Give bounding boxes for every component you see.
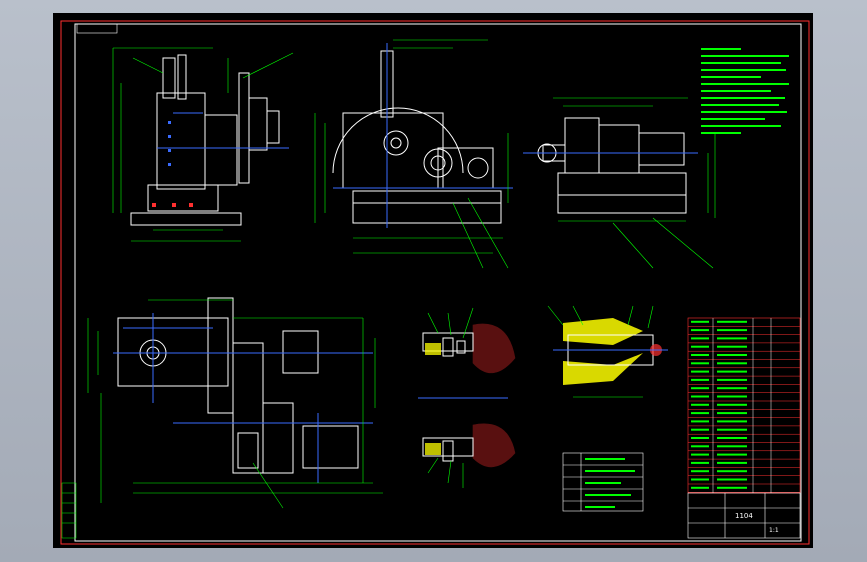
parameter-table xyxy=(562,452,644,512)
right-view-dims xyxy=(553,97,716,269)
right-view-motor xyxy=(523,117,698,214)
bom-cell-text xyxy=(691,362,709,365)
revision-stamp xyxy=(61,482,77,539)
detail-section-lower xyxy=(422,423,516,488)
bom-cell-text xyxy=(691,337,709,340)
bom-cell-text xyxy=(717,461,747,464)
bom-cell-text xyxy=(691,445,709,448)
plan-view xyxy=(113,297,373,483)
front-view-left-dims xyxy=(112,47,294,242)
bom-cell-text xyxy=(691,329,709,332)
bom-cell-text xyxy=(691,387,709,390)
bom-cell-text xyxy=(691,345,709,348)
bom-cell-text xyxy=(691,395,709,398)
bom-cell-text xyxy=(691,378,709,381)
detail-section-right xyxy=(547,305,668,398)
bom-cell-text xyxy=(691,461,709,464)
bom-cell-text xyxy=(717,428,747,431)
bom-cell-text xyxy=(717,403,747,406)
bom-cell-text xyxy=(717,378,747,381)
bom-cell-text xyxy=(691,320,709,323)
bom-cell-text xyxy=(717,320,747,323)
bom-cell-text xyxy=(717,478,747,481)
bom-cell-text xyxy=(717,387,747,390)
bom-cell-text xyxy=(691,354,709,356)
bom-cell-text xyxy=(691,453,709,456)
technical-notes xyxy=(701,48,789,134)
bom-cell-text xyxy=(691,428,709,431)
detail-section-upper xyxy=(418,307,516,399)
bom-cell-text xyxy=(717,420,747,423)
front-view-left xyxy=(130,54,289,226)
bom-cell-text xyxy=(717,362,747,365)
drawing-sheet: 1104 1:1 xyxy=(53,13,813,548)
bom-cell-text xyxy=(691,420,709,423)
bom-cell-text xyxy=(691,403,709,406)
bom-table xyxy=(687,317,801,494)
bom-cell-text xyxy=(691,470,709,473)
bom-cell-text xyxy=(717,437,747,439)
bom-cell-text xyxy=(717,345,747,348)
bom-cell-text xyxy=(717,412,747,415)
bom-cell-text xyxy=(717,337,747,340)
bom-cell-text xyxy=(717,354,747,356)
plan-view-dims xyxy=(87,299,383,509)
bom-cell-text xyxy=(717,453,747,456)
title-block-name: 1104 xyxy=(735,512,753,520)
title-block-scale: 1:1 xyxy=(769,527,779,534)
bom-cell-text xyxy=(717,470,747,473)
bom-cell-text xyxy=(691,437,709,439)
bom-cell-text xyxy=(691,370,709,373)
bom-cell-text xyxy=(717,445,747,448)
title-label-box xyxy=(76,23,118,34)
title-block xyxy=(687,492,801,539)
bom-cell-text xyxy=(691,412,709,415)
outer-frame xyxy=(60,20,810,545)
side-view-center-dims xyxy=(314,39,509,269)
cad-drawing xyxy=(60,20,810,545)
bom-cell-text xyxy=(717,329,747,332)
bom-cell-text xyxy=(717,395,747,398)
bom-cell-text xyxy=(691,478,709,481)
bom-cell-text xyxy=(717,486,747,489)
bom-cell-text xyxy=(717,370,747,373)
inner-frame xyxy=(74,23,802,542)
bom-cell-text xyxy=(691,486,709,489)
side-view-center xyxy=(332,43,513,228)
